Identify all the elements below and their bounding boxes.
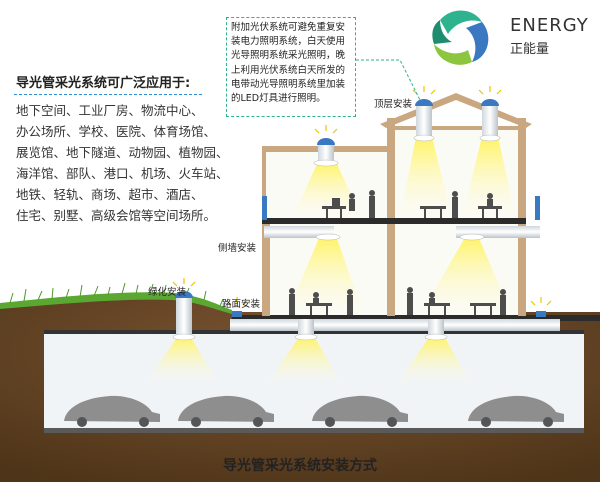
callout-line: 电带动光导照明系统里加装 xyxy=(231,78,346,90)
list-item: 办公场所、学校、医院、体育场馆、 xyxy=(16,124,217,139)
diagram-caption: 导光管采光系统安装方式 xyxy=(223,458,377,474)
dome-collectors xyxy=(172,86,552,317)
callout-line: 附加光伏系统可避免重复安 xyxy=(231,22,346,33)
callout-line: 上利用光伏系统白天所发的 xyxy=(231,64,346,76)
label-green-install: 绿化安装 xyxy=(148,287,187,298)
pv-callout: 附加光伏系统可避免重复安 装电力照明系统，白天使用 光导照明系统采光照明，晚 上… xyxy=(226,17,356,117)
list-item: 地铁、轻轨、商场、超市、酒店、 xyxy=(16,187,204,202)
parked-cars xyxy=(64,395,564,427)
list-item: 展览馆、地下隧道、动物园、植物园、 xyxy=(16,145,229,160)
list-item: 地下空间、工业厂房、物流中心、 xyxy=(16,103,204,118)
applications-title: 导光管采光系统可广泛应用于: xyxy=(16,76,191,91)
light-beams xyxy=(148,137,516,382)
applications-list: 地下空间、工业厂房、物流中心、 办公场所、学校、医院、体育场馆、 展览馆、地下隧… xyxy=(16,100,229,226)
light-tubes xyxy=(172,104,560,341)
list-item: 海洋馆、部队、港口、机场、火车站、 xyxy=(16,166,229,181)
label-roof-install: 顶层安装 xyxy=(374,99,413,110)
list-item: 住宅、别墅、高级会馆等空间场所。 xyxy=(16,208,217,223)
brand-name-cn: 正能量 xyxy=(510,42,550,57)
callout-line: 装电力照明系统，白天使用 xyxy=(231,36,346,48)
label-side-wall-install: 侧墙安装 xyxy=(218,243,257,254)
energy-logo-icon xyxy=(432,10,489,65)
occupants xyxy=(289,190,506,315)
callout-line: 光导照明系统采光照明，晚 xyxy=(231,50,346,62)
label-road-install: 路面安装 xyxy=(222,299,261,310)
callout-line: 的LED灯具进行照明。 xyxy=(231,93,326,105)
title-divider xyxy=(14,94,202,95)
road-slab xyxy=(232,315,600,321)
brand-name: ENERGY xyxy=(510,15,589,36)
